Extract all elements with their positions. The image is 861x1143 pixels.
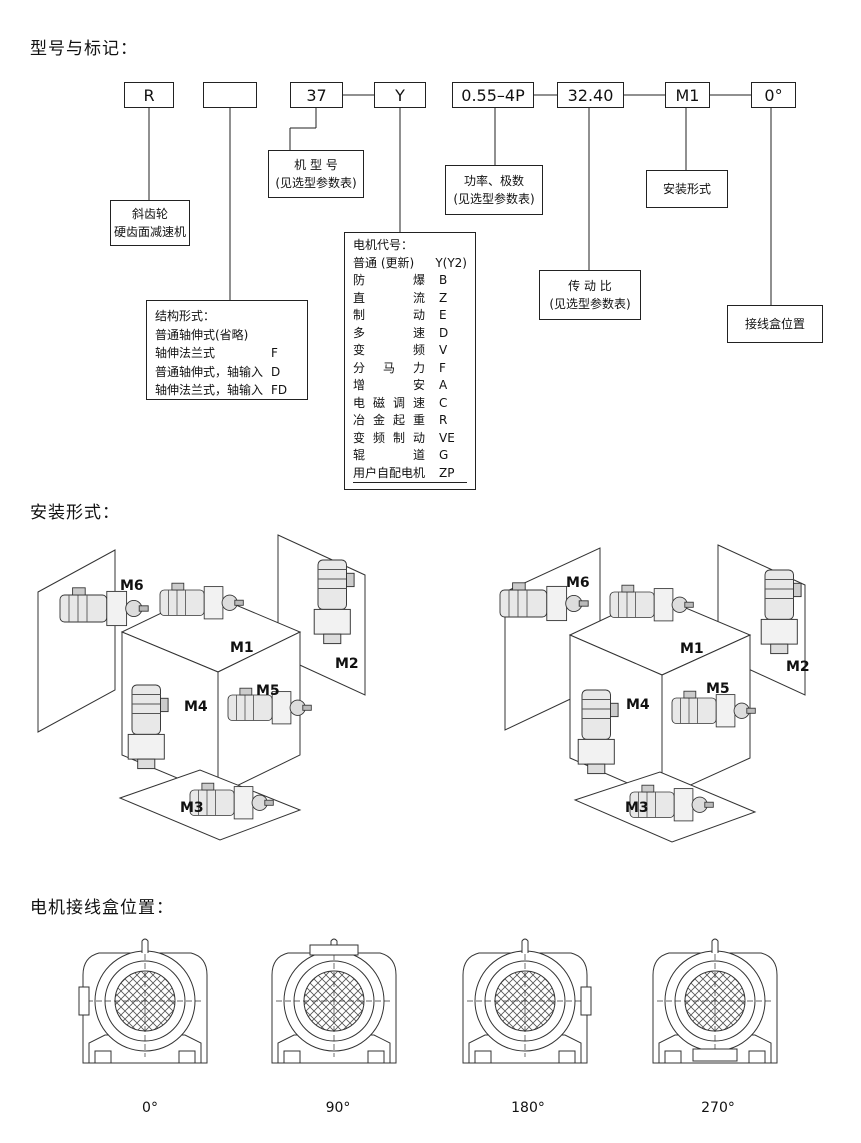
degree-label-90: 90° — [325, 1100, 351, 1116]
list-item: 普通轴伸式(省略) — [155, 327, 249, 342]
mount-label-m4-left: M4 — [184, 699, 208, 715]
structure-list-title: 结构形式： — [155, 309, 216, 323]
mounting-cube-left — [37, 534, 366, 841]
degree-label-180: 180° — [511, 1100, 545, 1116]
helical-label-line2: 硬齿面减速机 — [113, 225, 186, 239]
code-mounting: M1 — [665, 82, 710, 108]
terminal-pos-90 — [271, 938, 397, 1064]
mounting-diagrams — [37, 534, 806, 843]
helical-label: 斜齿轮 硬齿面减速机 — [110, 200, 190, 246]
code-power: 0.55–4P — [452, 82, 534, 108]
list-item: 普通 (更新)Y(Y2) — [353, 255, 467, 270]
terminal-pos-0 — [78, 938, 208, 1064]
mount-label-m6-left: M6 — [120, 578, 144, 594]
terminal-box-diagrams — [78, 938, 778, 1064]
mount-label-m3-right: M3 — [625, 800, 649, 816]
ratio-label: 传 动 比 (见选型参数表) — [539, 270, 641, 320]
mount-label-m1-left: M1 — [230, 640, 254, 656]
helical-label-line1: 斜齿轮 — [131, 207, 168, 221]
mounting-cube-right — [499, 544, 806, 843]
ratio-label-line1: 传 动 比 — [568, 279, 612, 293]
degree-label-270: 270° — [701, 1100, 735, 1116]
mount-label-m3-left: M3 — [180, 800, 204, 816]
model-connector-lines — [148, 94, 772, 305]
terminal-title: 电机接线盒位置： — [30, 898, 174, 918]
model-no-label-line1: 机 型 号 — [294, 158, 338, 172]
mount-label-m6-right: M6 — [566, 575, 590, 591]
mount-label-m2-left: M2 — [335, 656, 359, 672]
mount-label-m4-right: M4 — [626, 697, 650, 713]
code-model-size: 37 — [290, 82, 343, 108]
degree-label-0: 0° — [142, 1100, 158, 1116]
motor-list-title: 电机代号： — [353, 238, 414, 252]
code-motor-type: Y — [374, 82, 426, 108]
mount-label-m2-right: M2 — [786, 659, 810, 675]
mount-label-text: 安装形式 — [662, 182, 711, 196]
power-label: 功率、极数 (见选型参数表) — [445, 165, 543, 215]
mount-label-m5-right: M5 — [706, 681, 730, 697]
terminal-pos-270 — [652, 938, 778, 1064]
code-structure — [203, 82, 257, 108]
model-no-label: 机 型 号 (见选型参数表) — [268, 150, 364, 198]
model-title: 型号与标记： — [30, 39, 138, 59]
terminal-pos-label-text: 接线盒位置 — [744, 317, 805, 331]
ratio-label-line2: (见选型参数表) — [549, 297, 631, 311]
model-no-label-line2: (见选型参数表) — [275, 176, 357, 190]
power-label-line2: (见选型参数表) — [453, 192, 535, 206]
terminal-pos-180 — [462, 938, 592, 1064]
terminal-pos-label: 接线盒位置 — [727, 305, 823, 343]
code-series: R — [124, 82, 174, 108]
power-label-line1: 功率、极数 — [463, 174, 524, 188]
code-ratio: 32.40 — [557, 82, 624, 108]
mount-label: 安装形式 — [646, 170, 728, 208]
mount-label-m1-right: M1 — [680, 641, 704, 657]
code-terminal: 0° — [751, 82, 796, 108]
mount-label-m5-left: M5 — [256, 683, 280, 699]
mounting-title: 安装形式： — [30, 503, 120, 523]
